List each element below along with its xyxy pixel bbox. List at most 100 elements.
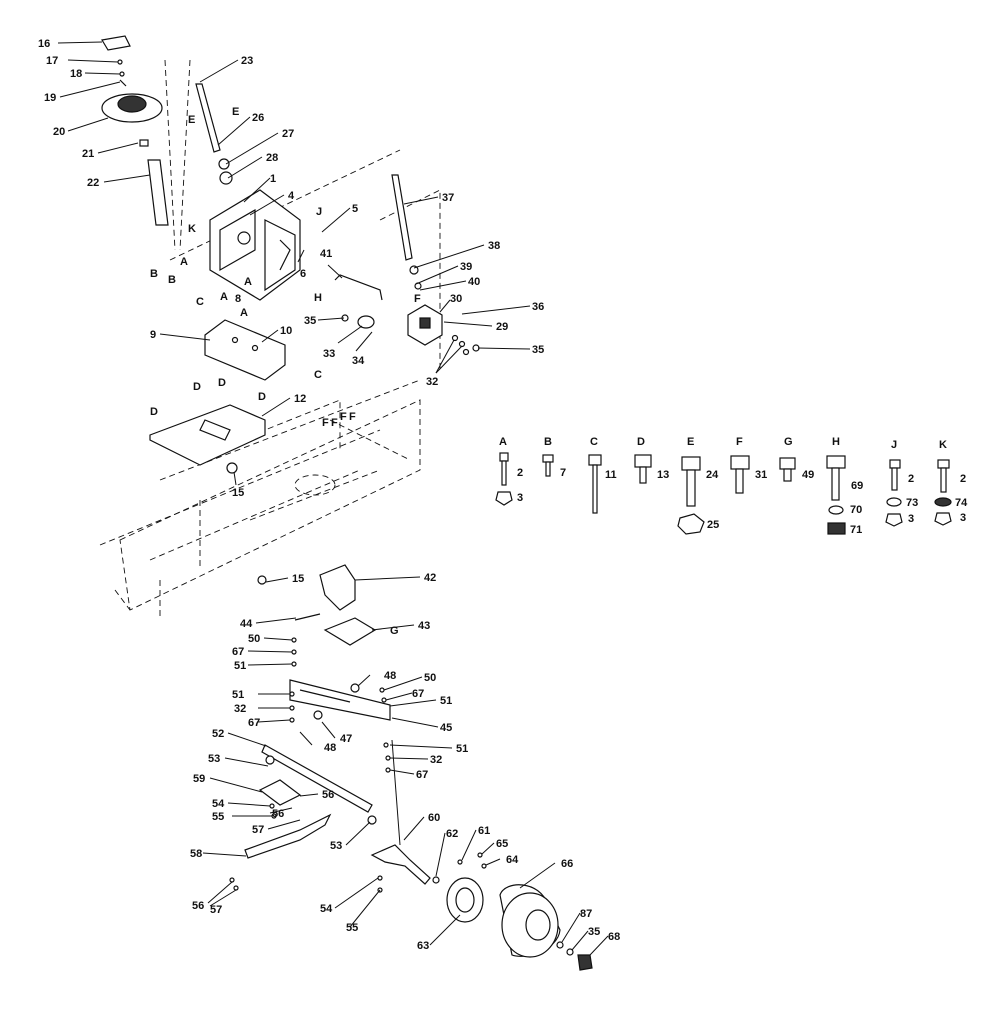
callout-23: 23 bbox=[241, 55, 253, 67]
callout-1: 1 bbox=[270, 173, 276, 185]
letter-H: H bbox=[314, 292, 322, 304]
callout-42: 42 bbox=[424, 572, 436, 584]
legend-letter-A: A bbox=[499, 436, 507, 448]
callout-51-b: 51 bbox=[232, 689, 244, 701]
callout-30: 30 bbox=[450, 293, 462, 305]
steering-column bbox=[391, 174, 422, 290]
callout-47: 47 bbox=[340, 733, 352, 745]
letter-markers: E E K J A B B A H F C A A C D D D D F F … bbox=[150, 106, 421, 637]
callout-51-a: 51 bbox=[234, 660, 246, 672]
front-axle-bracket bbox=[319, 564, 377, 646]
legend-J-part-73: 73 bbox=[906, 497, 918, 509]
letter-D-1: D bbox=[150, 406, 158, 418]
callout-4: 4 bbox=[288, 190, 295, 202]
callout-17: 17 bbox=[46, 55, 58, 67]
legend-letter-B: B bbox=[544, 436, 552, 448]
callout-48-b: 48 bbox=[324, 742, 336, 754]
callout-34: 34 bbox=[352, 355, 365, 367]
callout-43: 43 bbox=[418, 620, 430, 632]
steering-shaft bbox=[195, 83, 233, 185]
legend-A-part-3: 3 bbox=[517, 492, 523, 504]
callout-52: 52 bbox=[212, 728, 224, 740]
callout-56-b: 56 bbox=[272, 808, 284, 820]
letter-F-4: F bbox=[340, 411, 347, 423]
mounting-plate-upper bbox=[204, 319, 286, 381]
callout-54-b: 54 bbox=[320, 903, 333, 915]
steering-gear-housing bbox=[334, 274, 480, 356]
callout-12: 12 bbox=[294, 393, 306, 405]
callout-33: 33 bbox=[323, 348, 335, 360]
callout-10: 10 bbox=[280, 325, 292, 337]
legend-letter-C: C bbox=[590, 436, 598, 448]
callout-35-c: 35 bbox=[588, 926, 600, 938]
callout-50-a: 50 bbox=[248, 633, 260, 645]
legend-E-part-25: 25 bbox=[707, 519, 719, 531]
callout-59: 59 bbox=[193, 773, 205, 785]
callout-55-a: 55 bbox=[212, 811, 224, 823]
letter-C-2: C bbox=[314, 369, 322, 381]
callout-6: 6 bbox=[300, 268, 306, 280]
callout-8: 8 bbox=[235, 293, 241, 305]
legend-G-part-49: 49 bbox=[802, 469, 814, 481]
legend-H-part-70: 70 bbox=[850, 504, 862, 516]
callout-15-lower: 15 bbox=[292, 573, 304, 585]
callout-5: 5 bbox=[352, 203, 358, 215]
callout-56-c: 56 bbox=[192, 900, 204, 912]
letter-A-4: A bbox=[240, 307, 248, 319]
callout-18: 18 bbox=[70, 68, 82, 80]
callout-29: 29 bbox=[496, 321, 508, 333]
letter-G: G bbox=[390, 625, 399, 637]
legend-K-part-3: 3 bbox=[960, 512, 966, 524]
legend-A-part-2: 2 bbox=[517, 467, 523, 479]
callout-62: 62 bbox=[446, 828, 458, 840]
callout-44: 44 bbox=[240, 618, 253, 630]
legend-letter-D: D bbox=[637, 436, 645, 448]
callout-45: 45 bbox=[440, 722, 452, 734]
callout-51-d: 51 bbox=[456, 743, 468, 755]
callout-50-b: 50 bbox=[424, 672, 436, 684]
callout-27: 27 bbox=[282, 128, 294, 140]
part-callouts: 16 17 18 19 20 21 22 23 26 27 28 1 4 5 6… bbox=[38, 38, 620, 952]
callout-16: 16 bbox=[38, 38, 50, 50]
steering-wheel-assembly bbox=[101, 35, 169, 226]
letter-B-2: B bbox=[168, 274, 176, 286]
callout-58: 58 bbox=[190, 848, 202, 860]
hardware-legend: A 2 3 B 7 C 11 D 13 E 24 25 F 31 G 49 H … bbox=[499, 436, 968, 536]
letter-E-1: E bbox=[188, 114, 195, 126]
legend-F-part-31: 31 bbox=[755, 469, 767, 481]
letter-A-3: A bbox=[220, 291, 228, 303]
callout-53-a: 53 bbox=[208, 753, 220, 765]
legend-letter-J: J bbox=[891, 439, 897, 451]
callout-61: 61 bbox=[478, 825, 490, 837]
callout-20: 20 bbox=[53, 126, 65, 138]
callout-67-c: 67 bbox=[248, 717, 260, 729]
wheel-spindle bbox=[370, 739, 440, 885]
callout-26: 26 bbox=[252, 112, 264, 124]
legend-letter-E: E bbox=[687, 436, 694, 448]
callout-21: 21 bbox=[82, 148, 94, 160]
legend-K-part-2: 2 bbox=[960, 473, 966, 485]
callout-28: 28 bbox=[266, 152, 278, 164]
callout-60: 60 bbox=[428, 812, 440, 824]
callout-15-upper: 15 bbox=[232, 487, 244, 499]
legend-J-part-2: 2 bbox=[908, 473, 914, 485]
letter-F-1: F bbox=[414, 293, 421, 305]
callout-67-a: 67 bbox=[232, 646, 244, 658]
callout-39: 39 bbox=[460, 261, 472, 273]
legend-E-part-24: 24 bbox=[706, 469, 719, 481]
callout-57-a: 57 bbox=[252, 824, 264, 836]
letter-A-1: A bbox=[180, 256, 188, 268]
callout-63: 63 bbox=[417, 940, 429, 952]
legend-letter-G: G bbox=[784, 436, 793, 448]
callout-66: 66 bbox=[561, 858, 573, 870]
callout-55-b: 55 bbox=[346, 922, 358, 934]
legend-H-part-69: 69 bbox=[851, 480, 863, 492]
letter-A-2: A bbox=[244, 276, 252, 288]
tie-rod-assembly bbox=[244, 744, 377, 859]
floor-plate bbox=[149, 404, 267, 585]
legend-C-part-11: 11 bbox=[605, 469, 617, 481]
letter-F-2: F bbox=[322, 417, 329, 429]
hardware-legend-shapes bbox=[495, 452, 952, 535]
callout-64: 64 bbox=[506, 854, 519, 866]
